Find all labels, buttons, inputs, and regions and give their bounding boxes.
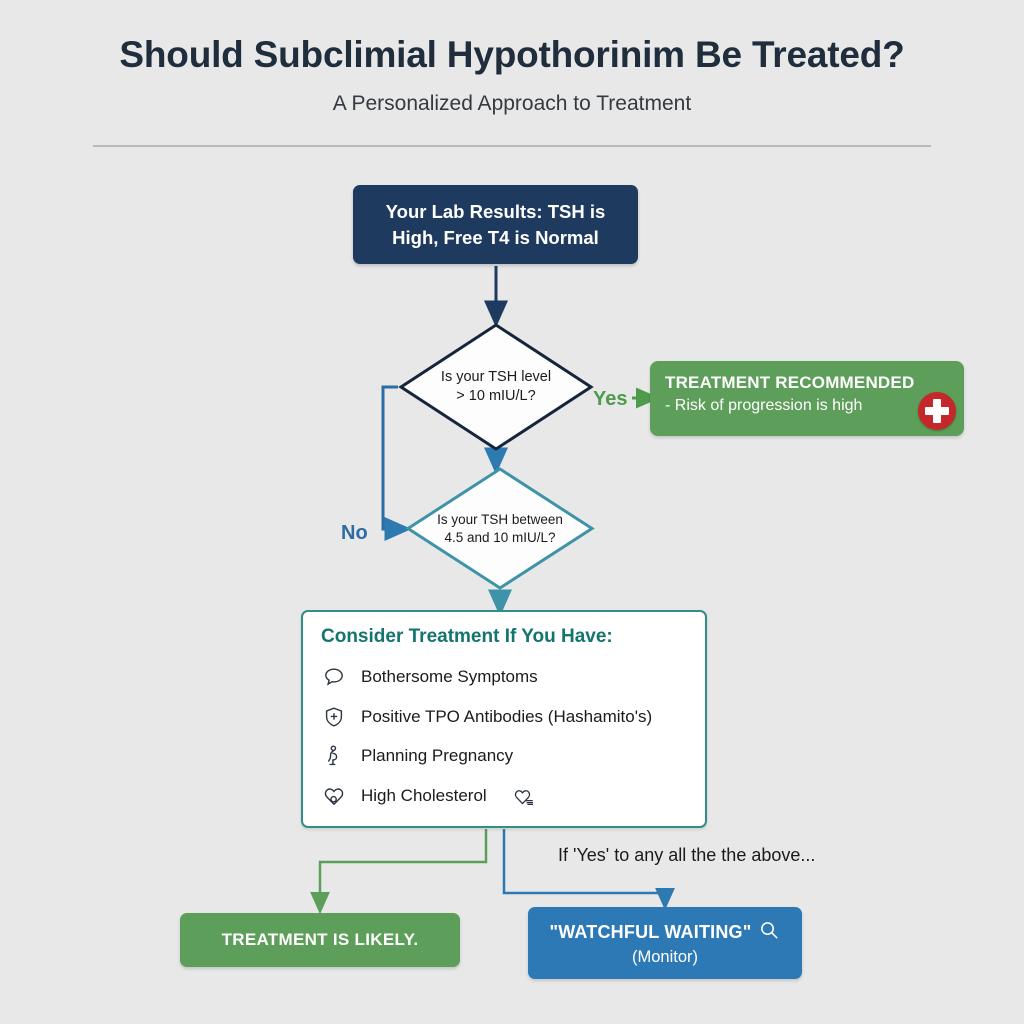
edge-label-no: No [341,522,368,544]
speech-bubble-icon [321,664,347,690]
diamond-shape [405,467,595,590]
edge-decision1-no [381,385,412,541]
consider-treatment-title: Consider Treatment If You Have: [321,626,613,647]
treatment-recommended-node: TREATMENT RECOMMENDED - Risk of progress… [650,361,964,436]
outcome-treatment-likely-label: TREATMENT IS LIKELY. [221,930,419,949]
page-subtitle: A Personalized Approach to Treatment [332,92,692,115]
decision-node-tsh-4-5-to-10: Is your TSH between 4.5 and 10 mIU/L? [405,466,595,591]
edge-label-yes: Yes [593,388,628,410]
start-node: Your Lab Results: TSH is High, Free T4 i… [353,185,638,264]
outcome-watchful-waiting-line1: "WATCHFUL WAITING" [550,919,781,946]
list-item-label: Planning Pregnancy [361,746,514,765]
outcome-watchful-waiting: "WATCHFUL WAITING" (Monitor) [528,907,802,979]
start-node-line1: Your Lab Results: TSH is [385,200,606,222]
magnifier-icon [758,919,780,946]
consider-treatment-card: Consider Treatment If You Have: Botherso… [301,610,707,828]
treatment-recommended-subtitle: - Risk of progression is high [665,397,863,414]
outcome-watchful-waiting-line2: (Monitor) [631,947,698,966]
branch-caption: If 'Yes' to any all the the above... [558,845,816,865]
heart-chart-icon [509,784,537,808]
medical-cross-icon [918,392,956,430]
list-item: Bothersome Symptoms [321,664,538,690]
list-item: High Cholesterol [321,783,537,809]
list-item-label: Bothersome Symptoms [361,667,538,686]
pregnancy-icon [321,743,347,769]
diamond-shape [398,323,594,451]
page-title: Should Subclimial Hypothorinim Be Treate… [119,34,905,75]
list-item-label: Positive TPO Antibodies (Hashamito's) [361,707,653,726]
heart-icon [321,783,347,809]
outcome-treatment-likely: TREATMENT IS LIKELY. [180,913,460,967]
shield-plus-icon [321,704,347,730]
edge-consider-to-likely [310,829,488,915]
list-item: Planning Pregnancy [321,743,513,769]
start-node-line2: High, Free T4 is Normal [392,226,599,248]
decision-node-tsh-over-10: Is your TSH level > 10 mIU/L? [398,322,594,452]
list-item: Positive TPO Antibodies (Hashamito's) [321,704,652,730]
outcome-watchful-waiting-label: "WATCHFUL WAITING" [549,921,752,942]
header-divider [93,145,931,147]
treatment-recommended-title: TREATMENT RECOMMENDED [665,373,915,392]
list-item-label: High Cholesterol [361,786,487,805]
